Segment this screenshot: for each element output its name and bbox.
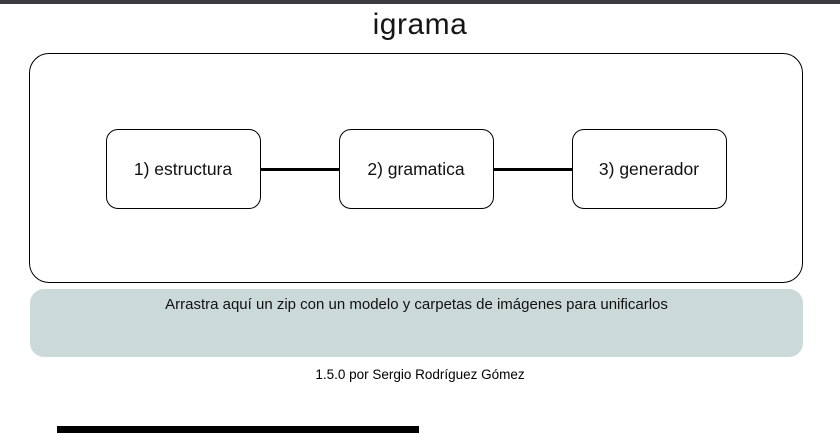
connector-line	[260, 167, 339, 171]
step-gramatica-button[interactable]: 2) gramatica	[338, 129, 494, 209]
step-generador-button[interactable]: 3) generador	[571, 129, 727, 209]
page-title: igrama	[372, 8, 468, 41]
zip-drop-zone[interactable]: Arrastra aquí un zip con un modelo y car…	[30, 289, 803, 357]
bottom-bar	[57, 426, 419, 433]
connector-line	[493, 167, 572, 171]
version-text: 1.5.0 por Sergio Rodríguez Gómez	[315, 367, 525, 382]
window-top-bar	[0, 0, 840, 4]
step-estructura-button[interactable]: 1) estructura	[105, 129, 261, 209]
steps-row: 1) estructura 2) gramatica 3) generador	[30, 129, 802, 209]
drop-zone-label: Arrastra aquí un zip con un modelo y car…	[165, 296, 668, 313]
diagram-panel: 1) estructura 2) gramatica 3) generador	[29, 53, 803, 283]
